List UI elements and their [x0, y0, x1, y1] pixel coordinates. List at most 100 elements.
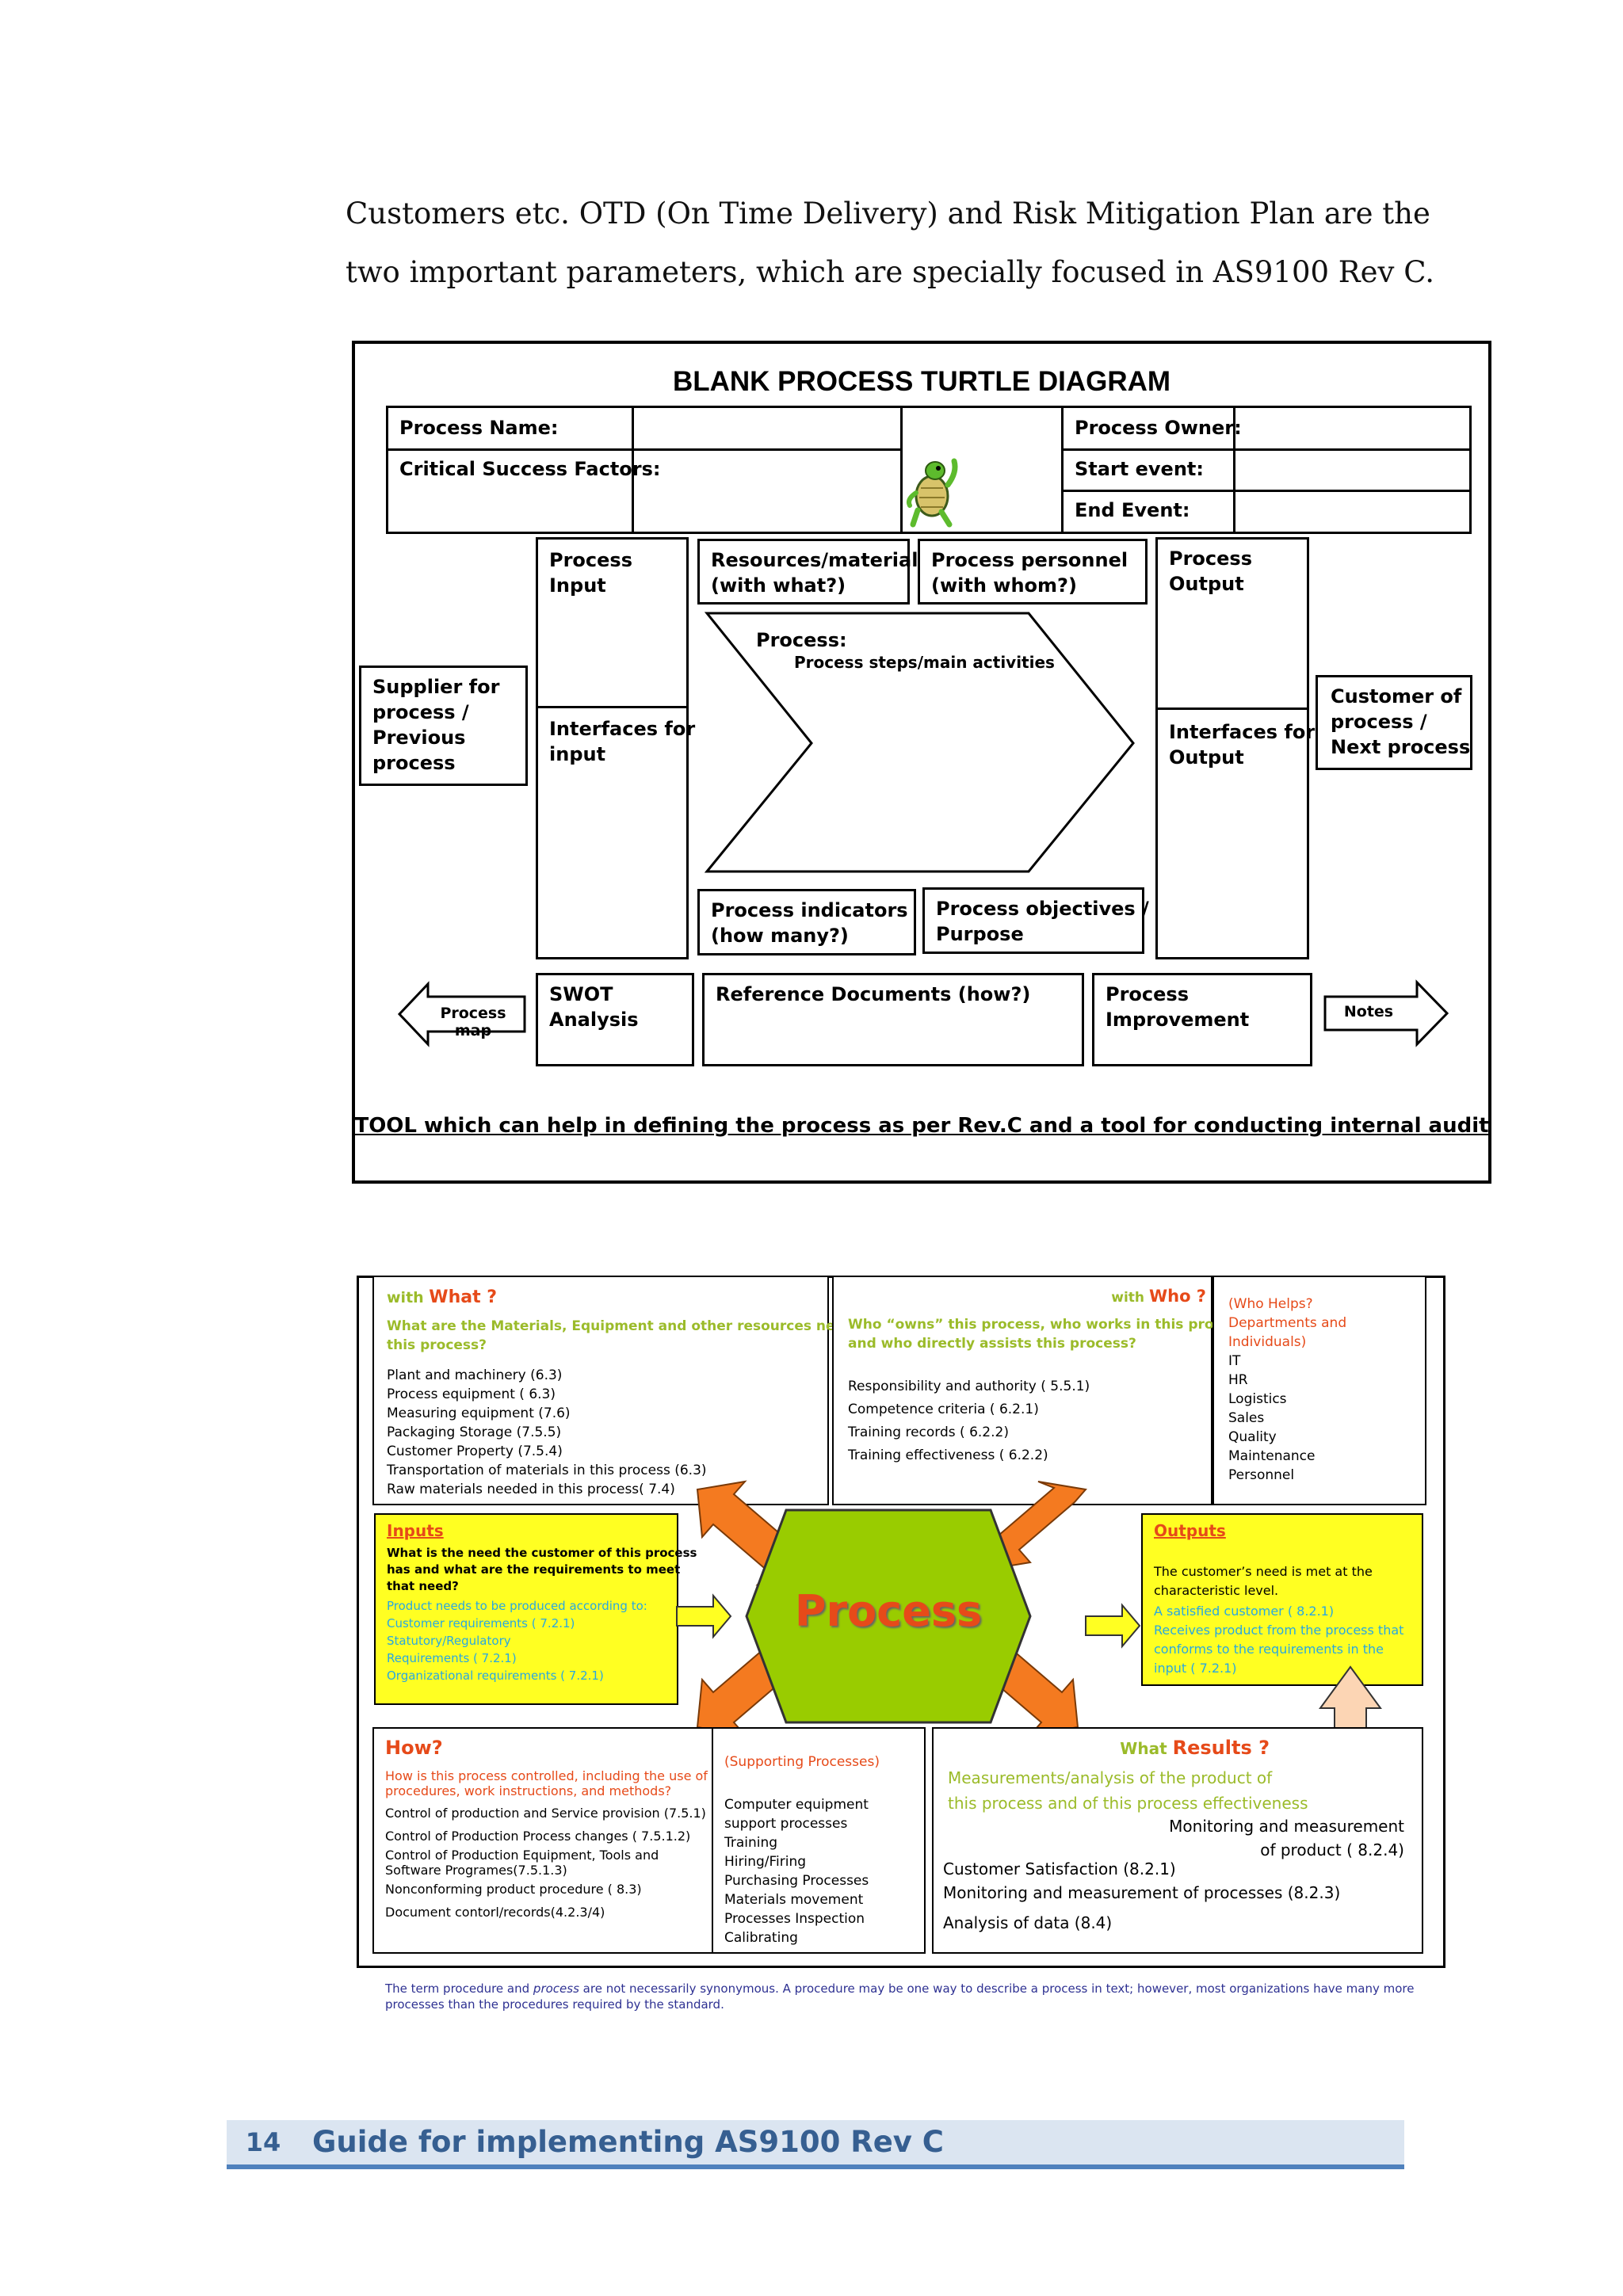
- personnel-box: Process personnel (with whom?): [918, 539, 1148, 605]
- resources-label: Resources/material: [711, 549, 918, 571]
- process-input-label: Process Input: [549, 549, 632, 597]
- objectives-label: Process objectives /: [936, 898, 1149, 920]
- results-monitoring: of product ( 8.2.4): [1260, 1840, 1404, 1859]
- customer-box: Customer of process / Next process: [1316, 675, 1472, 770]
- indicators-label: (how many?): [711, 925, 849, 947]
- header-divider: [900, 406, 903, 534]
- supporting-item: support processes: [724, 1816, 848, 1832]
- process-map-arrow[interactable]: [396, 981, 528, 1047]
- header-divider: [1061, 406, 1064, 534]
- results-prefix: What: [1120, 1739, 1173, 1758]
- turtle-diagram-frame: [352, 341, 1491, 1184]
- process-name-value[interactable]: [634, 408, 900, 448]
- personnel-label: Process personnel: [931, 549, 1128, 571]
- who-helps-box: (Who Helps? Departments and Individuals)…: [1212, 1276, 1426, 1505]
- process-map-label: Process map: [440, 1005, 506, 1039]
- inputs-item: Requirements ( 7.2.1): [387, 1651, 517, 1665]
- process-output-box: Process Output: [1155, 537, 1309, 710]
- inputs-item: Statutory/Regulatory: [387, 1634, 511, 1648]
- with-who-item: Competence criteria ( 6.2.1): [848, 1402, 1039, 1417]
- who-helps-header: (Who Helps?: [1228, 1296, 1313, 1312]
- supporting-item: Hiring/Firing: [724, 1854, 807, 1870]
- process-name-label: Process Name:: [399, 417, 559, 439]
- tool-caption: TOOL which can help in defining the proc…: [354, 1114, 1489, 1138]
- supplier-label: process /: [372, 701, 469, 723]
- start-event-value[interactable]: [1235, 451, 1469, 490]
- supplier-box: Supplier for process / Previous process: [359, 666, 528, 786]
- process-output-label: Process: [1169, 547, 1252, 570]
- inputs-item: Product needs to be produced according t…: [387, 1599, 647, 1613]
- footnote-line-2: processes than the procedures required b…: [385, 1997, 724, 2012]
- interfaces-input-label: Interfaces for: [549, 718, 696, 740]
- supporting-item: Materials movement: [724, 1892, 864, 1908]
- inputs-question: that need?: [387, 1579, 459, 1593]
- page-number: 14: [245, 2127, 281, 2157]
- footnote-emphasis: process: [533, 1981, 579, 1996]
- process-owner-label: Process Owner:: [1075, 417, 1242, 439]
- resources-box: Resources/material (with what?): [697, 539, 918, 605]
- intro-line-1: Customers etc. OTD (On Time Delivery) an…: [346, 196, 1430, 231]
- with-what-item: Packaging Storage (7.5.5): [387, 1425, 562, 1440]
- customer-label: process /: [1331, 711, 1427, 733]
- footer-rule: [227, 2164, 1404, 2169]
- swot-label: Analysis: [549, 1009, 639, 1031]
- supporting-item: Purchasing Processes: [724, 1873, 869, 1889]
- how-title: How?: [385, 1737, 443, 1759]
- notes-arrow[interactable]: [1322, 979, 1450, 1047]
- supporting-header: (Supporting Processes): [724, 1754, 880, 1770]
- with-what-item: Customer Property (7.5.4): [387, 1444, 563, 1459]
- indicators-box: Process indicators (how many?): [697, 889, 916, 955]
- footer-title: Guide for implementing AS9100 Rev C: [312, 2125, 944, 2159]
- with-what-item: Plant and machinery (6.3): [387, 1367, 563, 1383]
- process-output-label: Output: [1169, 573, 1244, 595]
- start-event-label: Start event:: [1075, 458, 1204, 480]
- header-divider: [1061, 448, 1472, 451]
- who-helps-item: Quality: [1228, 1429, 1277, 1445]
- end-event-value[interactable]: [1235, 492, 1469, 532]
- csf-value[interactable]: [634, 451, 900, 532]
- end-event-label: End Event:: [1075, 499, 1190, 521]
- supporting-item: Processes Inspection: [724, 1911, 865, 1927]
- yellow-arrow-input: [676, 1593, 732, 1639]
- header-divider: [1233, 406, 1235, 534]
- process-chevron: [704, 612, 1135, 873]
- outputs-item: conforms to the requirements in the: [1154, 1642, 1384, 1657]
- process-arrows: [676, 1480, 1141, 1737]
- process-center-label: Process: [794, 1586, 983, 1636]
- who-helps-item: HR: [1228, 1372, 1248, 1388]
- swot-label: SWOT: [549, 983, 613, 1005]
- with-who-question: and who directly assists this process?: [848, 1336, 1136, 1352]
- with-who-question: Who “owns” this process, who works in th…: [848, 1317, 1252, 1333]
- how-item: Control of Production Process changes ( …: [385, 1829, 691, 1844]
- turtle-icon: [907, 458, 958, 528]
- with-what-prefix: with: [387, 1289, 430, 1306]
- outputs-item: A satisfied customer ( 8.2.1): [1154, 1604, 1335, 1619]
- process-owner-value[interactable]: [1235, 408, 1469, 448]
- outputs-text: The customer’s need is met at the: [1154, 1564, 1373, 1579]
- with-what-question: What are the Materials, Equipment and ot…: [387, 1318, 896, 1334]
- results-title: Results ?: [1172, 1737, 1270, 1759]
- with-who-box: with Who ? Who “owns” this process, who …: [832, 1276, 1252, 1505]
- csf-label: Critical Success Factors:: [399, 458, 661, 480]
- improvement-box: Process Improvement: [1092, 973, 1312, 1066]
- how-item: Control of production and Service provis…: [385, 1806, 706, 1821]
- with-who-prefix: with: [1111, 1290, 1149, 1306]
- objectives-label: Purpose: [936, 923, 1024, 945]
- with-what-item: Measuring equipment (7.6): [387, 1405, 571, 1421]
- outputs-text: characteristic level.: [1154, 1583, 1279, 1598]
- footnote-text: The term procedure and: [385, 1981, 533, 1996]
- supplier-label: process: [372, 752, 456, 774]
- reference-docs-label: Reference Documents (how?): [716, 983, 1031, 1005]
- inputs-question: What is the need the customer of this pr…: [387, 1546, 697, 1560]
- how-item: Control of Production Equipment, Tools a…: [385, 1848, 659, 1863]
- header-divider: [1061, 490, 1472, 492]
- interfaces-input-label: input: [549, 743, 606, 765]
- improvement-label: Process: [1106, 983, 1189, 1005]
- footnote: The term procedure and process are not n…: [385, 1981, 1414, 2012]
- how-item: Nonconforming product procedure ( 8.3): [385, 1882, 642, 1897]
- process-hexagon: [745, 1508, 1032, 1724]
- interfaces-output-box: Interfaces for Output: [1155, 707, 1315, 959]
- who-helps-item: Personnel: [1228, 1467, 1295, 1483]
- supplier-label: Supplier for: [372, 676, 500, 698]
- yellow-arrow-output: [1085, 1603, 1141, 1649]
